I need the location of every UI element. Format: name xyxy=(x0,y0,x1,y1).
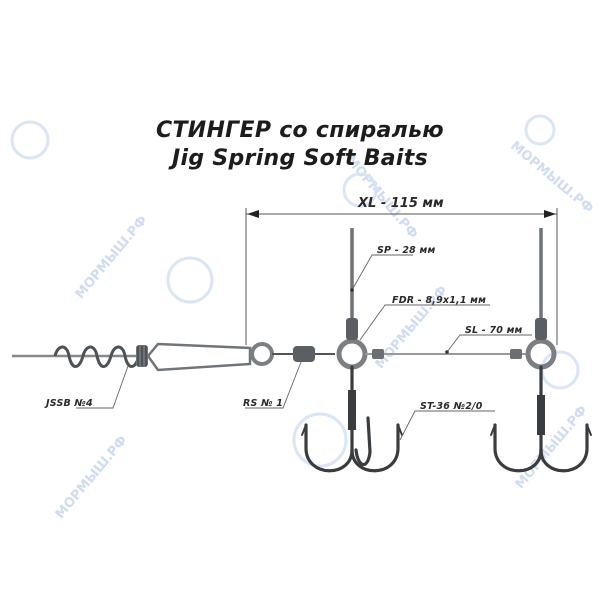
swivel-label: RS № 1 xyxy=(243,398,284,409)
overall-length-label: XL - 115 мм xyxy=(358,196,444,211)
stinger-line xyxy=(365,349,528,359)
treble-hook-label: ST-36 №2/0 xyxy=(420,401,483,412)
dimension-line xyxy=(245,208,558,345)
treble-hook-icon xyxy=(301,365,403,473)
ring-label: FDR - 8,9x1,1 мм xyxy=(392,295,487,306)
title-line-2: Jig Spring Soft Baits xyxy=(172,146,428,171)
swivel-icon xyxy=(272,346,335,362)
spring-coil-icon xyxy=(12,342,252,372)
fdr-ring-icon xyxy=(336,338,368,370)
spring-pin-label: SP - 28 мм xyxy=(377,245,436,256)
spring-label: JSSB №4 xyxy=(46,398,93,409)
title-line-1: СТИНГЕР со спиралью xyxy=(156,118,444,143)
stinger-line-label: SL - 70 мм xyxy=(465,325,523,336)
leader-lines xyxy=(76,254,532,441)
split-ring-icon xyxy=(250,342,274,366)
treble-hook-icon xyxy=(490,365,592,473)
